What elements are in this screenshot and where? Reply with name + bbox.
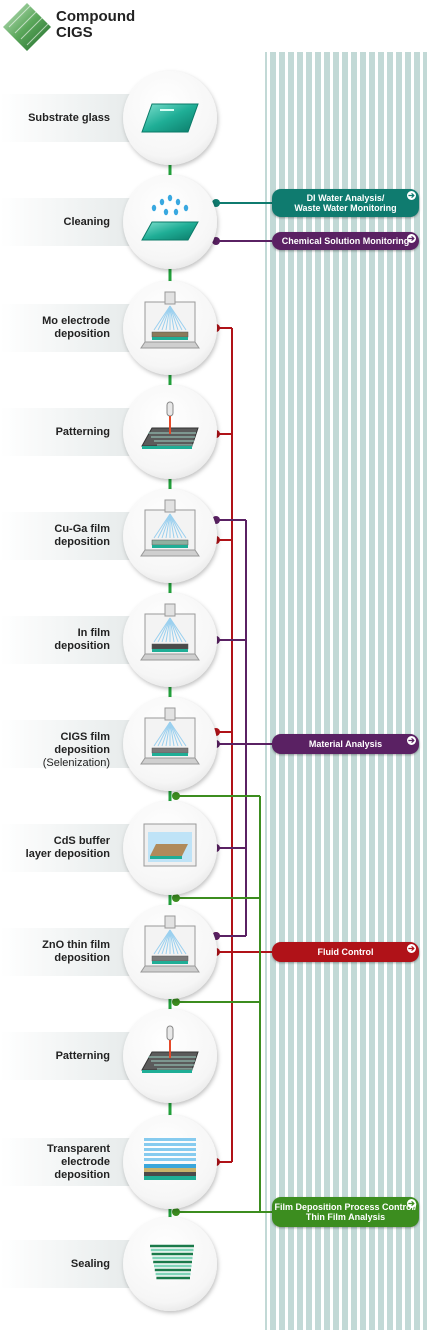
step-label-line: layer deposition xyxy=(25,848,110,860)
step-label-line: Patterning xyxy=(55,1049,110,1062)
step-node xyxy=(123,1009,217,1103)
step-label-line: deposition xyxy=(54,952,110,964)
button-label: Waste Water Monitoring xyxy=(294,203,397,213)
arrow-right-icon: ➔ xyxy=(407,736,416,745)
step-node xyxy=(123,489,217,583)
step-node xyxy=(123,1217,217,1311)
logo-icon xyxy=(3,2,52,51)
connector-dot xyxy=(172,1208,180,1216)
bath-icon xyxy=(143,823,197,867)
arrow-right-icon: ➔ xyxy=(407,1199,416,1208)
connector-dot xyxy=(212,199,220,207)
step-node xyxy=(123,281,217,375)
patterning-icon xyxy=(141,401,199,449)
fluid-control-button[interactable]: Fluid Control ➔ xyxy=(272,942,419,962)
button-label: Thin Film Analysis xyxy=(305,1212,386,1222)
step-label-line: Substrate glass xyxy=(28,111,110,124)
glass-icon xyxy=(141,103,199,133)
step-label-line: deposition xyxy=(54,1168,110,1181)
step-label-line: Cleaning xyxy=(63,215,110,228)
patterning-icon xyxy=(141,1025,199,1073)
step-label: Patterning xyxy=(4,426,110,439)
connector-dot xyxy=(212,237,220,245)
step-node xyxy=(123,697,217,791)
step-label-line: electrode xyxy=(61,1155,110,1168)
step-node xyxy=(123,1115,217,1209)
chemical-solution-monitoring-button[interactable]: Chemical Solution Monitoring➔ xyxy=(272,232,419,250)
button-label: Film Deposition Process Control/ xyxy=(274,1202,417,1212)
step-label: Patterning xyxy=(4,1050,110,1063)
step-label: Substrate glass xyxy=(4,112,110,125)
step-node xyxy=(123,175,217,269)
step-label: Cleaning xyxy=(4,216,110,229)
step-node xyxy=(123,801,217,895)
step-label-line: Mo electrode xyxy=(42,315,110,327)
step-label-line: deposition xyxy=(54,640,110,652)
step-label-line: deposition xyxy=(54,536,110,548)
step-circle xyxy=(123,1115,217,1209)
page-title: Compound CIGS xyxy=(56,9,135,41)
button-label: Fluid Control xyxy=(317,947,374,957)
chamber-icon xyxy=(140,291,200,349)
step-node xyxy=(123,593,217,687)
di-water-analysis-button[interactable]: DI Water Analysis/Waste Water Monitoring… xyxy=(272,189,419,217)
step-label: CIGS film deposition(Selenization) xyxy=(4,731,110,770)
sealed-panel-icon xyxy=(150,1244,194,1280)
step-label-line: Cu-Ga film xyxy=(54,523,110,535)
button-label: DI Water Analysis/ xyxy=(306,193,385,203)
title-line-2: CIGS xyxy=(56,24,93,41)
connector-dot xyxy=(172,792,180,800)
step-label-line: ZnO thin film xyxy=(42,939,110,951)
step-label-line: Patterning xyxy=(55,425,110,438)
material-analysis-button[interactable]: Material Analysis ➔ xyxy=(272,734,419,754)
arrow-right-icon: ➔ xyxy=(407,191,416,200)
cleaning-icon xyxy=(141,194,199,241)
step-label-line: Sealing xyxy=(70,1257,110,1270)
step-label-line: CIGS film deposition xyxy=(54,731,110,756)
step-circle xyxy=(123,1217,217,1311)
step-label-line: (Selenization) xyxy=(42,757,110,769)
chamber-icon xyxy=(140,603,200,661)
button-label: Chemical Solution Monitoring xyxy=(281,236,410,246)
step-label-line: deposition xyxy=(54,328,110,340)
chamber-icon xyxy=(140,707,200,765)
step-label-line: Transparent xyxy=(47,1142,110,1155)
step-node xyxy=(123,905,217,999)
title-line-1: Compound xyxy=(56,8,136,25)
step-label-line: In film xyxy=(77,627,110,639)
chamber-icon xyxy=(140,915,200,973)
connector-dot xyxy=(172,894,180,902)
button-label: Material Analysis xyxy=(308,739,383,749)
step-node xyxy=(123,71,217,165)
layers-icon xyxy=(144,1138,196,1180)
film-deposition-process-control-button[interactable]: Film Deposition Process Control/Thin Fil… xyxy=(272,1197,419,1227)
step-node xyxy=(123,385,217,479)
connector-dot xyxy=(172,998,180,1006)
step-label: Sealing xyxy=(4,1258,110,1271)
arrow-right-icon: ➔ xyxy=(407,944,416,953)
striped-background xyxy=(265,52,427,1330)
step-label-line: CdS buffer xyxy=(53,835,110,847)
chamber-icon xyxy=(140,499,200,557)
arrow-right-icon: ➔ xyxy=(407,234,416,243)
